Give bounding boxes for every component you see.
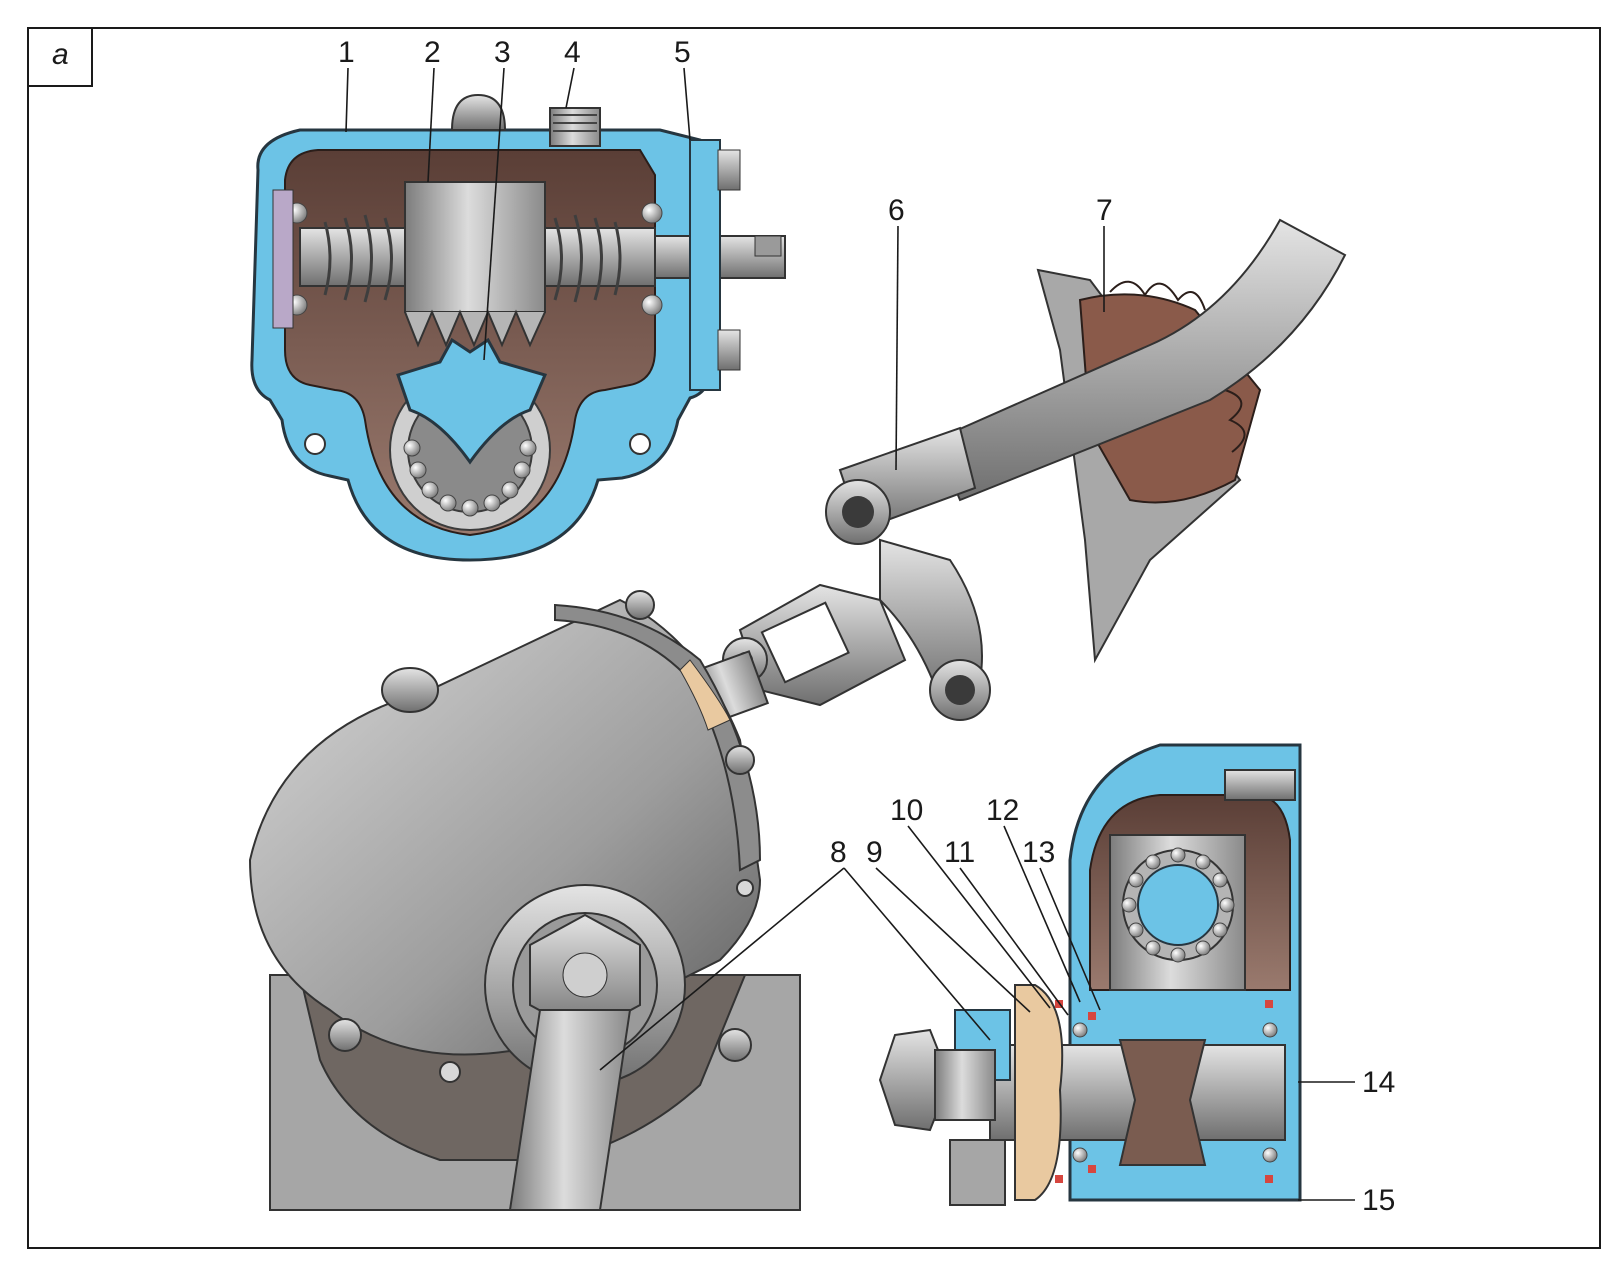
callout-11: 11 <box>944 836 975 869</box>
callout-7: 7 <box>1096 194 1113 227</box>
callout-5: 5 <box>674 36 691 69</box>
sectioned-steering-gear <box>250 93 786 562</box>
callout-6: 6 <box>888 194 905 227</box>
callout-13: 13 <box>1022 836 1055 869</box>
callout-1: 1 <box>338 36 355 69</box>
callout-8: 8 <box>830 836 847 869</box>
panel-letter: a <box>52 38 69 71</box>
callout-3: 3 <box>494 36 511 69</box>
callout-9: 9 <box>866 836 883 869</box>
callout-4: 4 <box>564 36 581 69</box>
sector-shaft-section <box>878 743 1302 1206</box>
callout-15: 15 <box>1362 1184 1395 1217</box>
universal-joint <box>691 538 991 725</box>
steering-column <box>825 218 1347 664</box>
callout-12: 12 <box>986 794 1019 827</box>
callout-14: 14 <box>1362 1066 1395 1099</box>
callout-2: 2 <box>424 36 441 69</box>
assembled-steering-gearbox <box>248 590 801 1211</box>
leader-lines <box>345 67 1355 1201</box>
panel-letter-box <box>28 27 93 87</box>
callout-labels: 1 2 3 4 5 6 7 8 9 10 11 12 13 14 15 <box>338 36 1395 1217</box>
callout-10: 10 <box>890 794 923 827</box>
